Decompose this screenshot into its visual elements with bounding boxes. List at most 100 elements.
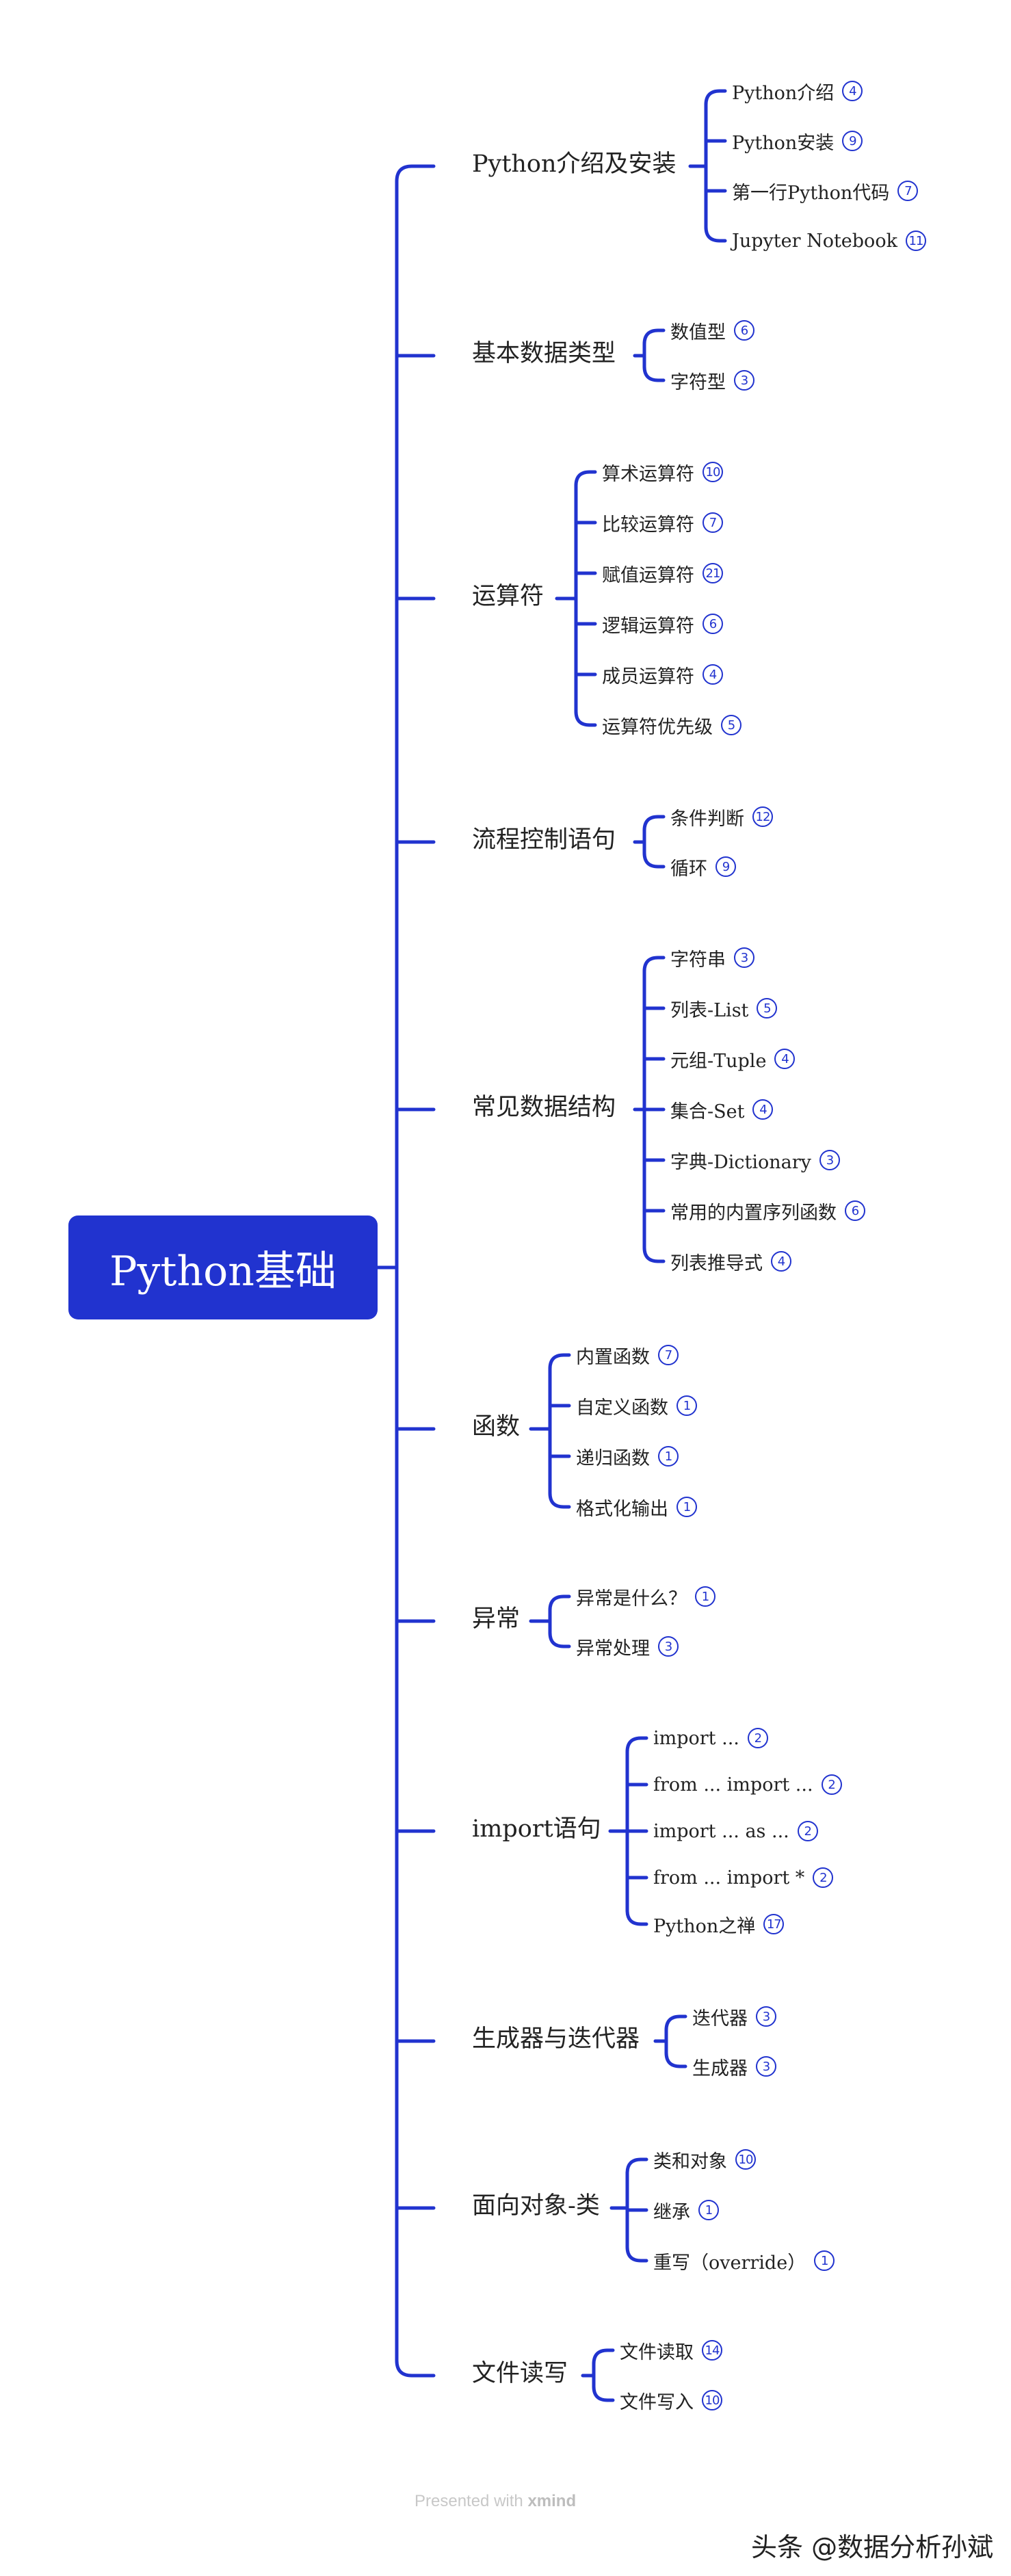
count-badge[interactable]: 10	[702, 2390, 722, 2410]
branch-label[interactable]: 函数	[472, 1413, 521, 1441]
group-bracket	[642, 815, 666, 869]
count-badge[interactable]: 1	[698, 2200, 719, 2220]
branch-label[interactable]: 运算符	[472, 583, 544, 610]
count-badge[interactable]: 4	[752, 1099, 774, 1120]
count-badge[interactable]: 3	[734, 370, 754, 391]
count-badge[interactable]: 2	[813, 1867, 834, 1888]
count-badge[interactable]: 4	[842, 81, 863, 101]
branch-label[interactable]: 异常	[472, 1605, 521, 1633]
leaf-label: 运算符优先级	[602, 716, 713, 738]
count-badge[interactable]: 4	[703, 664, 723, 685]
count-badge[interactable]: 5	[757, 998, 778, 1018]
count-badge[interactable]: 2	[747, 1728, 768, 1748]
count-badge[interactable]: 11	[905, 231, 926, 251]
group-bracket	[592, 2348, 615, 2402]
leaf-node[interactable]: 元组-Tuple 4	[670, 1045, 796, 1073]
count-badge[interactable]: 10	[735, 2149, 756, 2170]
leaf-node[interactable]: 运算符优先级 5	[602, 711, 741, 739]
count-badge[interactable]: 9	[842, 131, 863, 151]
count-badge[interactable]: 3	[658, 1636, 679, 1657]
count-badge[interactable]: 21	[703, 563, 723, 583]
group-bracket	[642, 328, 666, 382]
leaf-node[interactable]: 字符串 3	[670, 944, 754, 971]
count-badge[interactable]: 6	[703, 614, 723, 634]
count-badge[interactable]: 12	[752, 806, 773, 827]
count-badge[interactable]: 5	[721, 715, 741, 735]
count-badge[interactable]: 7	[897, 181, 919, 201]
leaf-node[interactable]: from ... import ...2	[653, 1771, 842, 1798]
count-badge[interactable]: 1	[814, 2250, 835, 2271]
leaf-node[interactable]: 文件写入 10	[620, 2387, 722, 2414]
leaf-label: 字典-Dictionary	[670, 1151, 811, 1173]
leaf-label: Python介绍	[732, 82, 835, 104]
count-badge[interactable]: 7	[703, 512, 723, 533]
leaf-node[interactable]: import ...2	[653, 1724, 768, 1752]
count-badge[interactable]: 17	[763, 1914, 785, 1934]
count-badge[interactable]: 1	[658, 1446, 679, 1467]
leaf-node[interactable]: Python介绍 4	[732, 77, 863, 105]
count-badge[interactable]: 1	[677, 1497, 697, 1517]
count-badge[interactable]: 6	[734, 320, 754, 341]
branch-label[interactable]: 常见数据结构	[472, 1094, 616, 1121]
count-badge[interactable]: 14	[702, 2340, 722, 2361]
leaf-node[interactable]: from ... import *2	[653, 1864, 834, 1891]
count-badge[interactable]: 2	[821, 1774, 842, 1795]
branch-label[interactable]: 生成器与迭代器	[472, 2025, 640, 2053]
count-badge[interactable]: 3	[756, 2006, 776, 2027]
leaf-label: 重写（override）	[653, 2252, 806, 2274]
count-badge[interactable]: 1	[677, 1395, 697, 1416]
count-badge[interactable]: 7	[658, 1345, 679, 1365]
count-badge[interactable]: 2	[797, 1821, 818, 1841]
root-node[interactable]: Python基础	[68, 1215, 378, 1319]
count-badge[interactable]: 4	[771, 1251, 791, 1272]
branch-label[interactable]: Python介绍及安装	[472, 150, 677, 178]
leaf-label: 字符串	[670, 949, 726, 971]
leaf-label: 文件写入	[620, 2391, 694, 2413]
count-badge[interactable]: 6	[845, 1200, 865, 1221]
branch-label[interactable]: import语句	[472, 1815, 601, 1843]
count-badge[interactable]: 9	[715, 856, 736, 877]
count-badge[interactable]: 1	[695, 1586, 715, 1607]
leaf-node[interactable]: import ... as ...2	[653, 1817, 818, 1845]
branch-label[interactable]: 基本数据类型	[472, 340, 616, 367]
count-badge[interactable]: 3	[734, 947, 754, 968]
branch-label[interactable]: 文件读写	[472, 2360, 568, 2387]
leaf-node[interactable]: 异常是什么？1	[576, 1583, 715, 1610]
leaf-node[interactable]: 字典-Dictionary 3	[670, 1146, 840, 1174]
leaf-label: 元组-Tuple	[670, 1050, 767, 1072]
branch-label[interactable]: 流程控制语句	[472, 826, 616, 854]
leaf-node[interactable]: 重写（override） 1	[653, 2247, 835, 2274]
count-badge[interactable]: 10	[703, 462, 723, 482]
branch-label[interactable]: 面向对象-类	[472, 2192, 600, 2220]
count-badge[interactable]: 4	[774, 1049, 796, 1069]
count-badge[interactable]: 3	[756, 2056, 776, 2077]
count-badge[interactable]: 3	[819, 1150, 840, 1170]
